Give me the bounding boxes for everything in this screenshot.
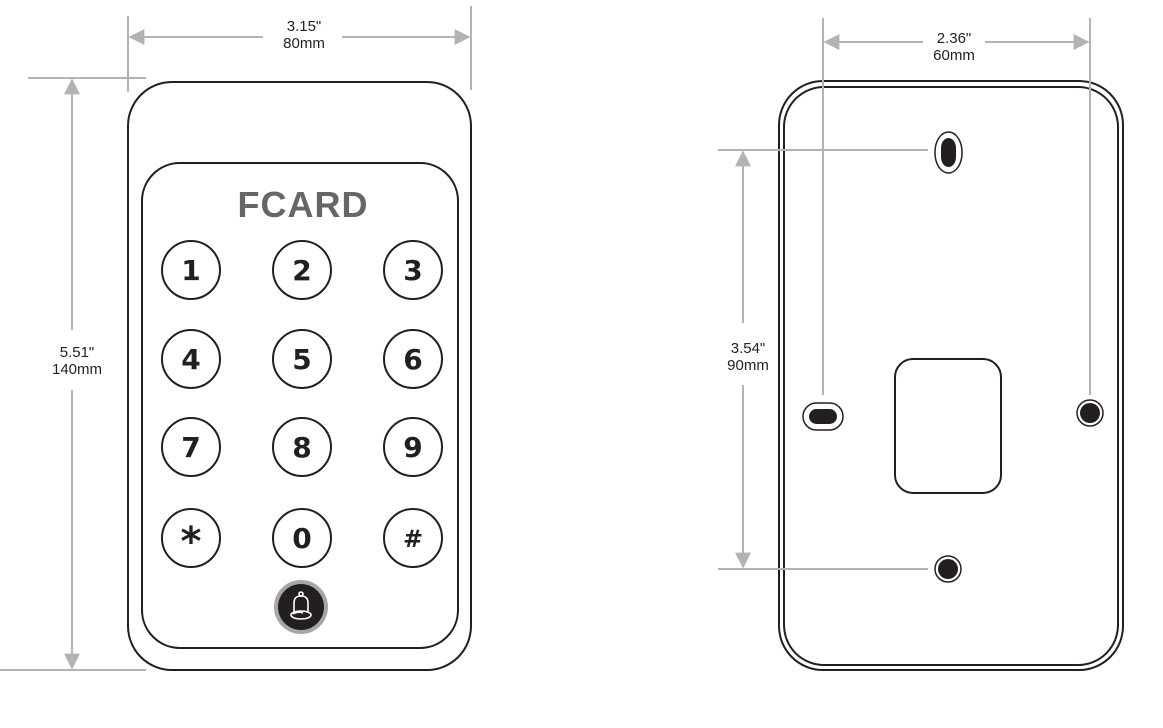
front-view: 3.15" 80mm 5.51" 140mm FCARD 1 2 3 4 5 6 7 8 9 * 0… [0,6,472,671]
key-0[interactable]: 0 [272,508,332,568]
back-height-mm: 90mm [727,357,769,374]
bell-icon [290,591,312,620]
key-label: 3 [403,254,422,287]
key-label: 4 [181,343,200,376]
front-width-inch: 3.15" [287,18,322,35]
key-9[interactable]: 9 [383,417,443,477]
key-label: 9 [403,431,422,464]
key-hash[interactable]: # [383,508,443,568]
keypad-keys: 1 2 3 4 5 6 7 8 9 * 0 # [161,240,443,568]
key-label: 0 [292,522,311,555]
key-label: 6 [403,343,422,376]
back-housing-inner [783,86,1119,666]
key-7[interactable]: 7 [161,417,221,477]
key-label: 5 [292,343,311,376]
key-5[interactable]: 5 [272,329,332,389]
back-width-mm: 60mm [933,47,975,64]
top-mounting-slot [934,131,963,174]
key-3[interactable]: 3 [383,240,443,300]
keypad-panel [141,162,459,649]
key-label: 1 [181,254,200,287]
left-mounting-slot [802,402,844,431]
front-height-inch: 5.51" [60,344,95,361]
key-4[interactable]: 4 [161,329,221,389]
key-2[interactable]: 2 [272,240,332,300]
back-height-inch: 3.54" [731,340,766,357]
back-view: 2.36" 60mm 3.54" 90mm [718,18,1124,671]
bottom-mounting-hole [934,555,962,583]
key-label: 7 [181,431,200,464]
doorbell-button[interactable] [274,580,328,634]
front-height-mm: 140mm [52,361,102,378]
key-label: # [403,525,423,553]
back-width-inch: 2.36" [937,30,972,47]
key-6[interactable]: 6 [383,329,443,389]
key-star[interactable]: * [161,508,221,568]
key-label: 8 [292,431,311,464]
back-height-dimension: 3.54" 90mm [718,149,928,570]
right-mounting-hole [1076,399,1104,427]
key-label: * [181,519,202,565]
back-width-dimension: 2.36" 60mm [822,18,1091,395]
brand-logo: FCARD [238,184,369,225]
cable-cutout [894,358,1002,494]
front-width-mm: 80mm [283,35,325,52]
front-height-dimension: 5.51" 140mm [0,77,146,671]
key-8[interactable]: 8 [272,417,332,477]
front-width-dimension: 3.15" 80mm [127,6,472,92]
key-label: 2 [292,254,311,287]
key-1[interactable]: 1 [161,240,221,300]
